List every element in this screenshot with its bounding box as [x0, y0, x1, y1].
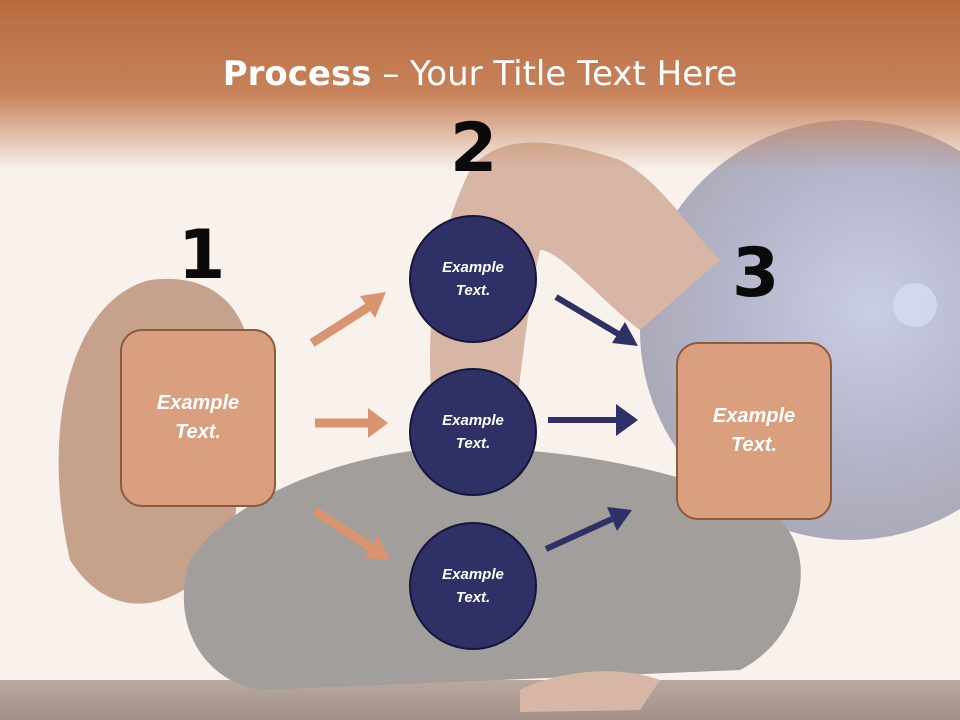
circle-text-line2: Text. [455, 589, 491, 606]
step-number-1: 1 [178, 216, 226, 295]
step-3-text-line1: Example [712, 405, 796, 427]
header-band [0, 0, 960, 170]
circle-text-line1: Example [442, 566, 504, 583]
arrow-1-to-2-bottom [312, 507, 390, 560]
step-1-box: Example Text. [120, 329, 276, 507]
arrow-1-to-2-top [309, 292, 386, 347]
step-3-box: Example Text. [676, 342, 832, 520]
step-2-circle-bottom: Example Text. [409, 522, 537, 650]
arrow-2-to-3-middle [548, 404, 638, 436]
step-3-text-line2: Text. [731, 434, 777, 456]
circle-text-line1: Example [442, 259, 504, 276]
step-number-3: 3 [732, 234, 780, 313]
step-1-text-line2: Text. [175, 421, 221, 443]
title-bold: Process [222, 54, 372, 94]
arrow-2-to-3-bottom [544, 507, 632, 552]
step-number-2: 2 [450, 109, 498, 188]
title-rest: – Your Title Text Here [371, 54, 738, 94]
slide-title: Process – Your Title Text Here [0, 54, 960, 94]
circle-text-line2: Text. [455, 282, 491, 299]
circle-text-line1: Example [442, 412, 504, 429]
step-1-text-line1: Example [156, 392, 240, 414]
step-2-circle-top: Example Text. [409, 215, 537, 343]
arrow-2-to-3-top [554, 294, 638, 346]
circle-text-line2: Text. [455, 435, 491, 452]
step-2-circle-middle: Example Text. [409, 368, 537, 496]
arrow-1-to-2-middle [315, 408, 388, 438]
